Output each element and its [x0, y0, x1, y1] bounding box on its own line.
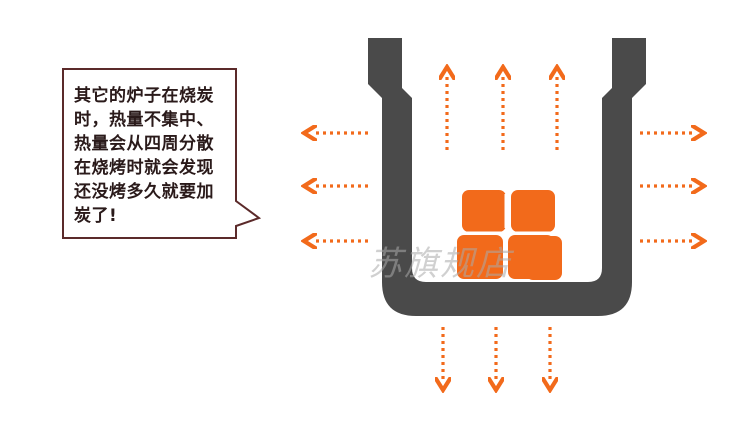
charcoal-briquette-icon: [457, 235, 503, 279]
watermark: 苏旗规店: [368, 244, 512, 284]
heat-arrows: [312, 75, 696, 382]
charcoal-briquette-icon: [526, 236, 562, 280]
charcoal-briquette-icon: [462, 190, 506, 232]
charcoal-pile: [457, 190, 562, 280]
stove-wall: [368, 38, 646, 316]
speech-bubble-text: 其它的炉子在烧炭 时，热量不集中、 热量会从四周分散 在烧烤时就会发现 还没烤多…: [74, 86, 214, 226]
speech-bubble: [62, 68, 262, 239]
charcoal-briquette-icon: [511, 190, 555, 232]
